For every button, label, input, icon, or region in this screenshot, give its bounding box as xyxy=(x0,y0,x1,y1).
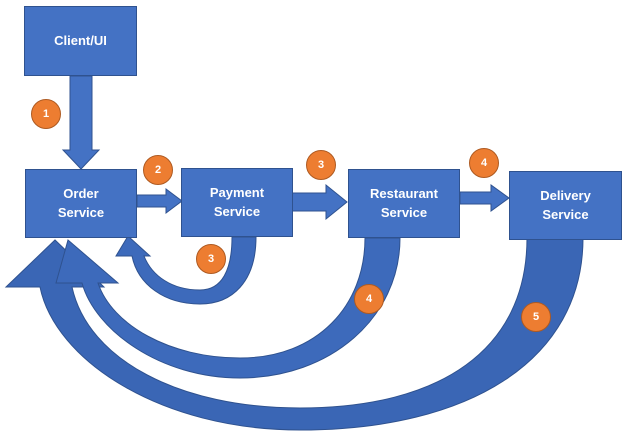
delivery-service-label: Delivery Service xyxy=(540,187,591,222)
step-badge-5-return: 5 xyxy=(521,302,551,332)
arrow-order-to-payment xyxy=(136,188,183,214)
restaurant-service-box: Restaurant Service xyxy=(348,169,460,238)
step-badge-4-forward: 4 xyxy=(469,148,499,178)
order-service-box: Order Service xyxy=(25,169,137,238)
restaurant-service-label: Restaurant Service xyxy=(370,185,438,220)
arrow-restaurant-to-delivery xyxy=(459,184,510,212)
step-badge-3-return: 3 xyxy=(196,244,226,274)
payment-service-box: Payment Service xyxy=(181,168,293,237)
delivery-service-box: Delivery Service xyxy=(509,171,622,240)
step-badge-4-return: 4 xyxy=(354,284,384,314)
return-arrow-payment-to-order xyxy=(115,235,257,305)
return-arrow-delivery-to-order xyxy=(4,237,584,431)
step-badge-1: 1 xyxy=(31,99,61,129)
client-ui-label: Client/UI xyxy=(54,32,107,48)
payment-service-label: Payment Service xyxy=(209,184,265,219)
client-ui-box: Client/UI xyxy=(24,6,137,76)
step-badge-2: 2 xyxy=(143,155,173,185)
return-arrow-restaurant-to-order xyxy=(55,237,401,379)
step-badge-3-forward: 3 xyxy=(306,150,336,180)
arrow-client-to-order xyxy=(61,75,101,170)
arrow-payment-to-restaurant xyxy=(291,183,348,221)
order-service-label: Order Service xyxy=(57,185,105,220)
